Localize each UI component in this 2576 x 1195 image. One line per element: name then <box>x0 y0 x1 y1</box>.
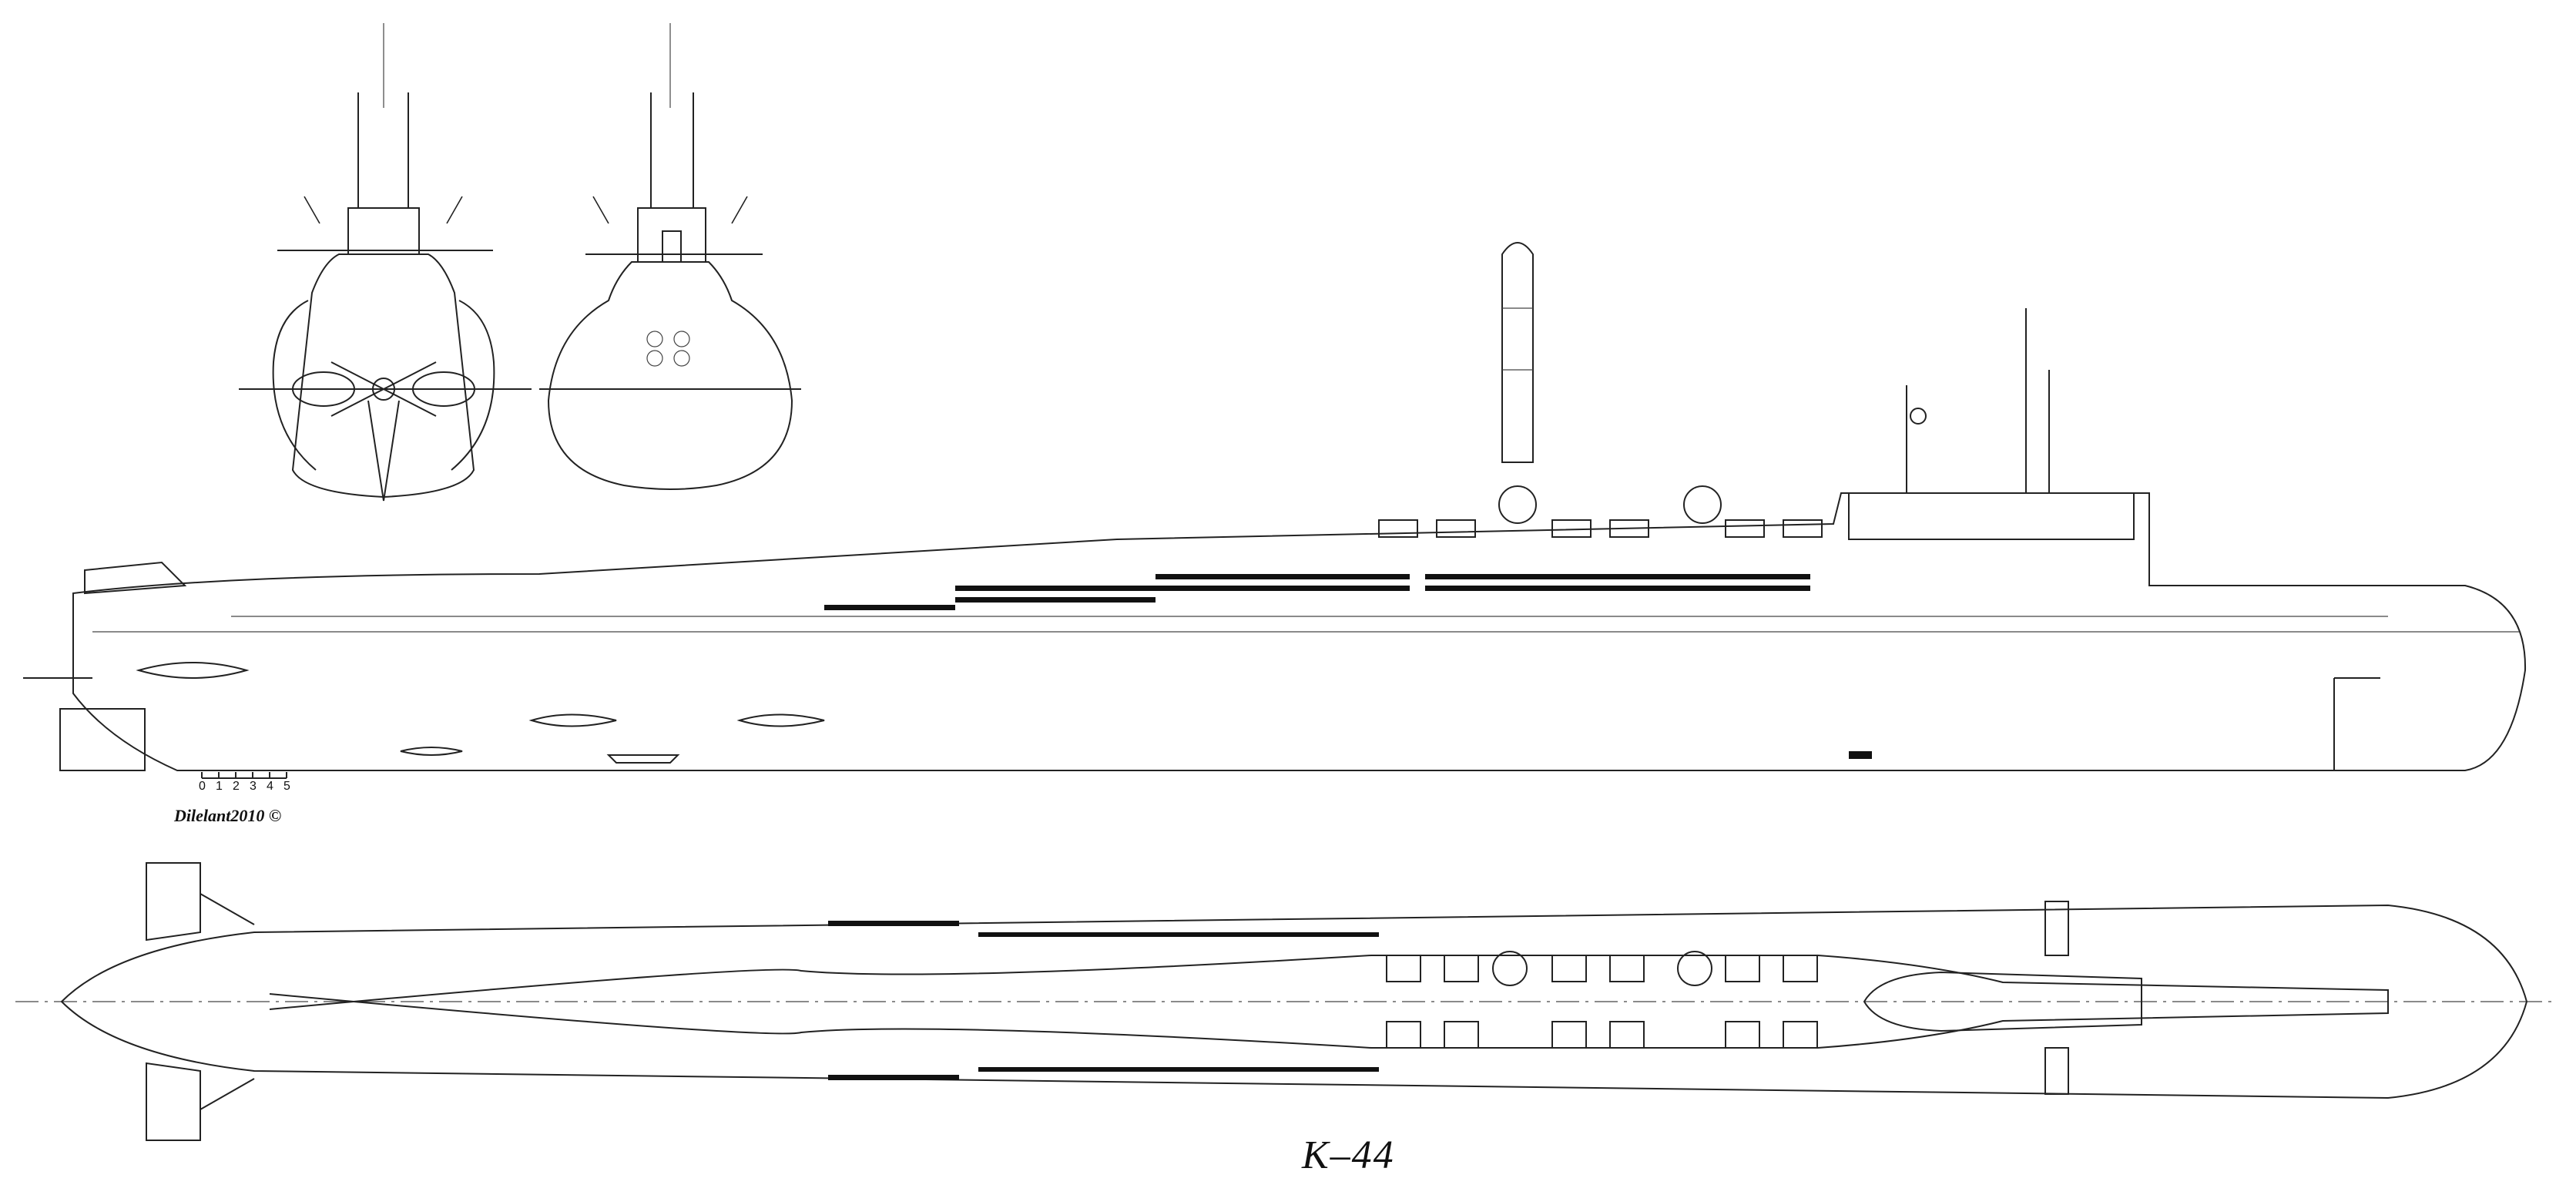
scale-bar <box>201 772 287 779</box>
bow-view <box>539 23 801 490</box>
scale-tick-0: 0 <box>199 780 206 793</box>
stern-view <box>239 23 532 502</box>
missile <box>1498 242 1722 524</box>
side-profile <box>23 308 2527 771</box>
scale-tick-5: 5 <box>283 780 290 793</box>
top-plan <box>15 862 2558 1141</box>
author-signature: Dilelant2010 © <box>174 806 282 825</box>
scale-tick-2: 2 <box>233 780 240 793</box>
scale-tick-3: 3 <box>250 780 257 793</box>
drawing-title: K–44 <box>1302 1133 1395 1177</box>
scale-tick-4: 4 <box>267 780 273 793</box>
scale-tick-1: 1 <box>216 780 223 793</box>
